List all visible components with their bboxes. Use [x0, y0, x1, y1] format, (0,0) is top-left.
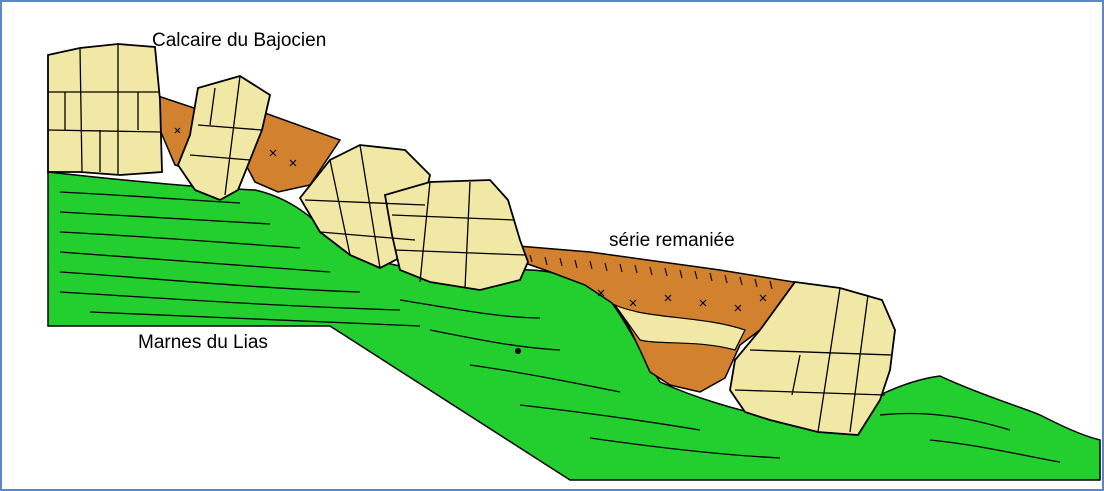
limestone-block-4 [385, 180, 528, 290]
label-calcaire-bajocien: Calcaire du Bajocien [152, 30, 326, 52]
marl-nodule [515, 348, 521, 354]
marl-layer [48, 172, 1100, 480]
label-serie-remaniee: série remaniée [609, 230, 735, 252]
label-marnes-lias: Marnes du Lias [138, 332, 268, 354]
